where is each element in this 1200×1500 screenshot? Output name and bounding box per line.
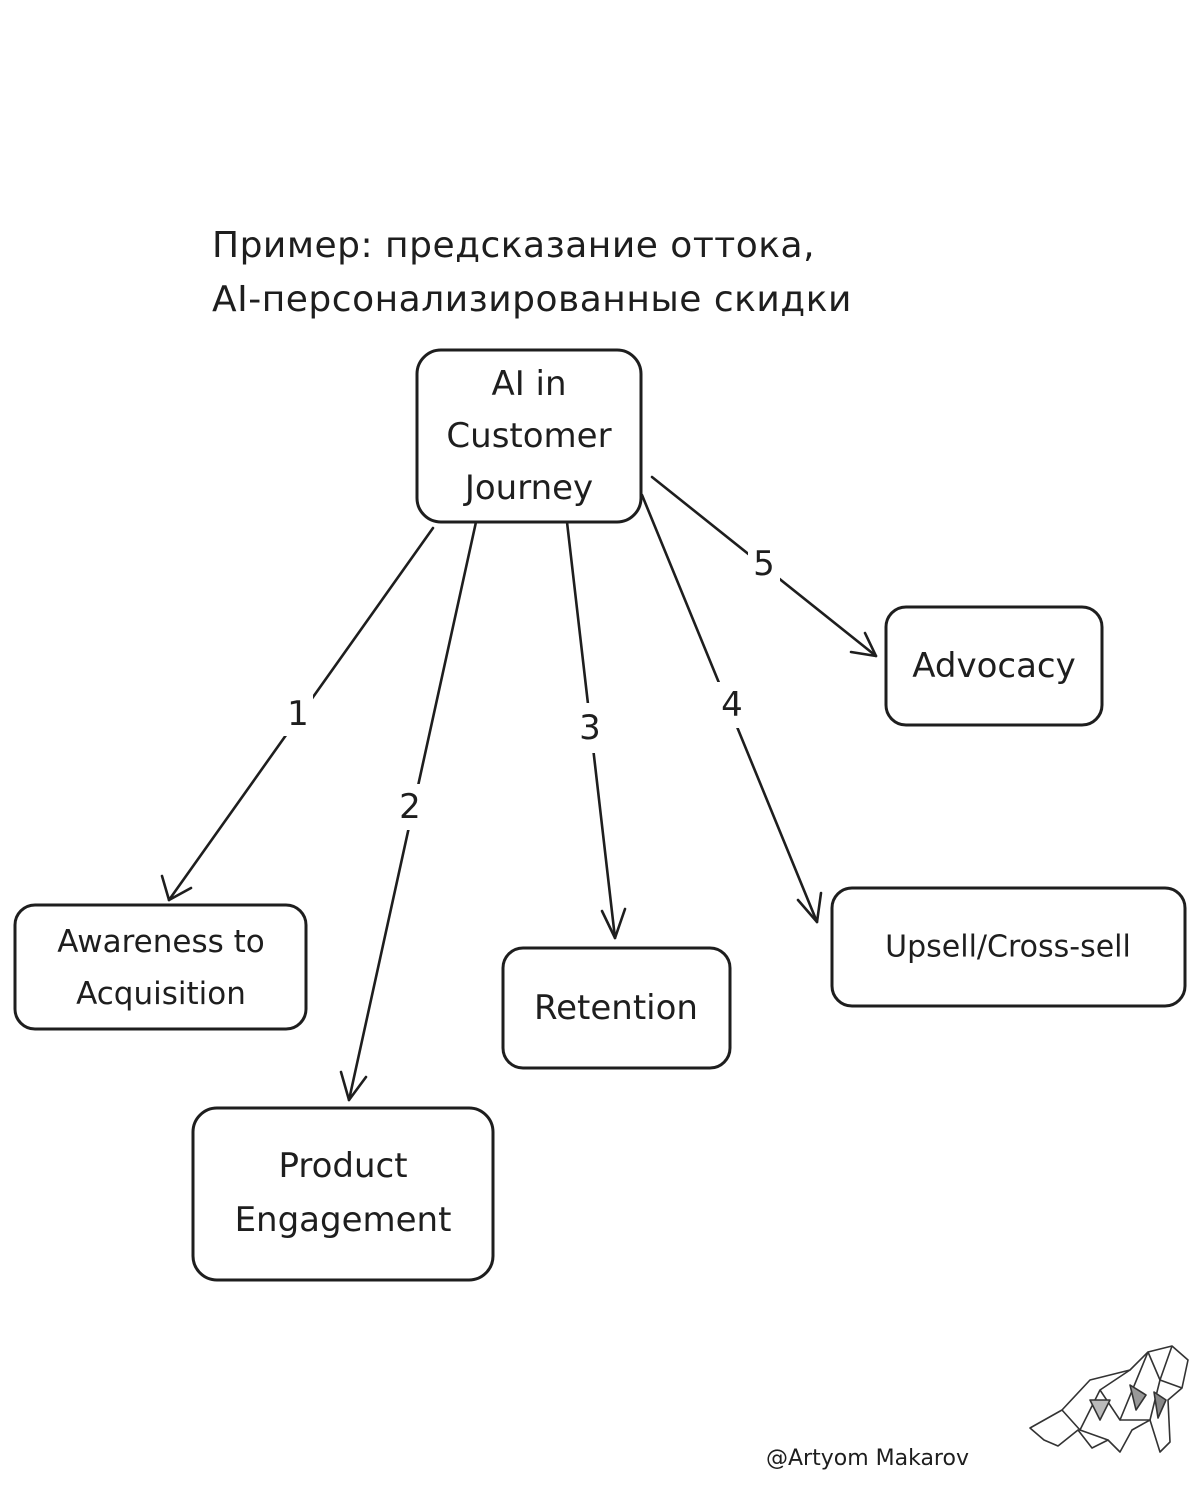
edge-1: 1: [160, 526, 435, 902]
edge-5: 5: [650, 475, 878, 658]
edge-2: 2: [339, 520, 478, 1102]
awareness-line-1: Awareness to: [57, 924, 264, 960]
author-watermark: @Artyom Makarov: [766, 1446, 969, 1471]
node-engagement: Product Engagement: [191, 1106, 495, 1282]
central-line-2: Customer: [446, 416, 611, 456]
node-advocacy: Advocacy: [884, 605, 1104, 727]
advocacy-line-1: Advocacy: [912, 646, 1076, 686]
caption-line-1: Пример: предсказание оттока,: [212, 225, 816, 266]
central-line-3: Journey: [463, 468, 593, 508]
node-upsell: Upsell/Cross-sell: [830, 886, 1187, 1008]
origami-bear-icon: [1029, 1345, 1189, 1453]
central-line-1: AI in: [491, 364, 566, 404]
awareness-line-2: Acquisition: [76, 976, 246, 1012]
edge-4: 4: [640, 493, 823, 924]
retention-line-1: Retention: [534, 988, 698, 1028]
edge-label-3: 3: [579, 708, 601, 748]
node-central: AI in Customer Journey: [415, 348, 643, 524]
edge-3: 3: [565, 520, 627, 940]
node-awareness: Awareness to Acquisition: [13, 903, 308, 1031]
edge-label-2: 2: [399, 787, 421, 827]
engagement-line-1: Product: [278, 1146, 407, 1186]
edge-label-1: 1: [287, 694, 309, 734]
node-retention: Retention: [501, 946, 732, 1070]
edge-label-5: 5: [753, 544, 775, 584]
engagement-line-2: Engagement: [235, 1200, 452, 1240]
edge-label-4: 4: [721, 685, 743, 725]
upsell-line-1: Upsell/Cross-sell: [885, 930, 1131, 965]
caption-line-2: AI-персонализированные скидки: [212, 279, 852, 320]
